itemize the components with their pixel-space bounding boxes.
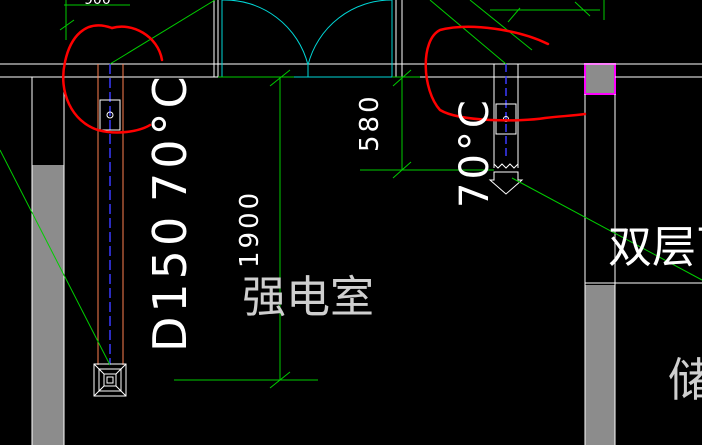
duct-size-label: D150 (143, 213, 197, 352)
left-vertical-duct (97, 64, 124, 365)
left-wall-fill (32, 165, 64, 445)
dim-top-partial-label: 900 (84, 0, 111, 8)
room-label-electrical: 强电室 (242, 272, 374, 323)
damper-label-right: 70°C (452, 97, 498, 208)
right-wall-fill (585, 285, 615, 445)
structural-column (584, 63, 616, 95)
dim-1900-label: 1900 (235, 190, 265, 268)
room-label-right-partial: 双层百 (608, 222, 702, 273)
dimension-lines (0, 0, 702, 389)
zigzag-flex-connector (493, 163, 519, 169)
damper-icon (106, 111, 114, 119)
fire-damper-left (99, 99, 121, 131)
markup-circle-left (61, 24, 152, 134)
markup-circle-right (424, 25, 587, 122)
damper-label-left: 70°C (143, 72, 197, 202)
right-vertical-duct (488, 64, 524, 195)
square-diffuser-icon (93, 363, 127, 397)
red-markup-annotations (61, 24, 587, 134)
vertical-wall-lines (31, 0, 702, 445)
dim-580-label: 580 (355, 93, 385, 152)
markup-circle-left-tail (110, 25, 164, 62)
room-label-storage-partial: 储 (668, 353, 702, 407)
arrow-down-icon (488, 171, 524, 195)
